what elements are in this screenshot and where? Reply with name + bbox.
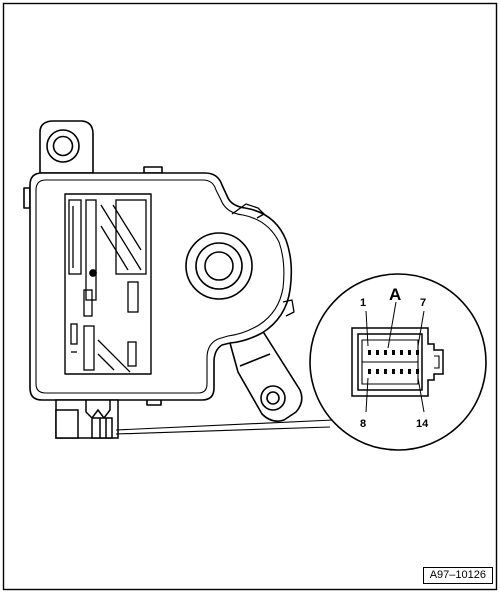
detail-label-a: A bbox=[389, 285, 401, 304]
pin-label-7: 7 bbox=[420, 297, 426, 309]
detail-leader-lines bbox=[115, 419, 334, 435]
mounting-bracket bbox=[229, 329, 303, 422]
pin-cavities bbox=[368, 350, 419, 374]
label-plate-graphics bbox=[68, 199, 147, 373]
pin-label-8: 8 bbox=[360, 418, 366, 430]
pin-label-14: 14 bbox=[416, 418, 429, 430]
pin-label-1: 1 bbox=[360, 297, 366, 309]
mounting-lug-top bbox=[39, 120, 94, 174]
detail-view: A 1 7 8 14 bbox=[309, 273, 487, 451]
label-plate bbox=[64, 193, 152, 375]
pin-callout-lines bbox=[365, 301, 425, 413]
electrical-connector bbox=[55, 399, 119, 439]
actuator-body bbox=[23, 120, 303, 422]
output-shaft bbox=[185, 232, 253, 300]
figure-reference-number: A97–10126 bbox=[422, 567, 493, 584]
connector-face bbox=[351, 327, 444, 397]
